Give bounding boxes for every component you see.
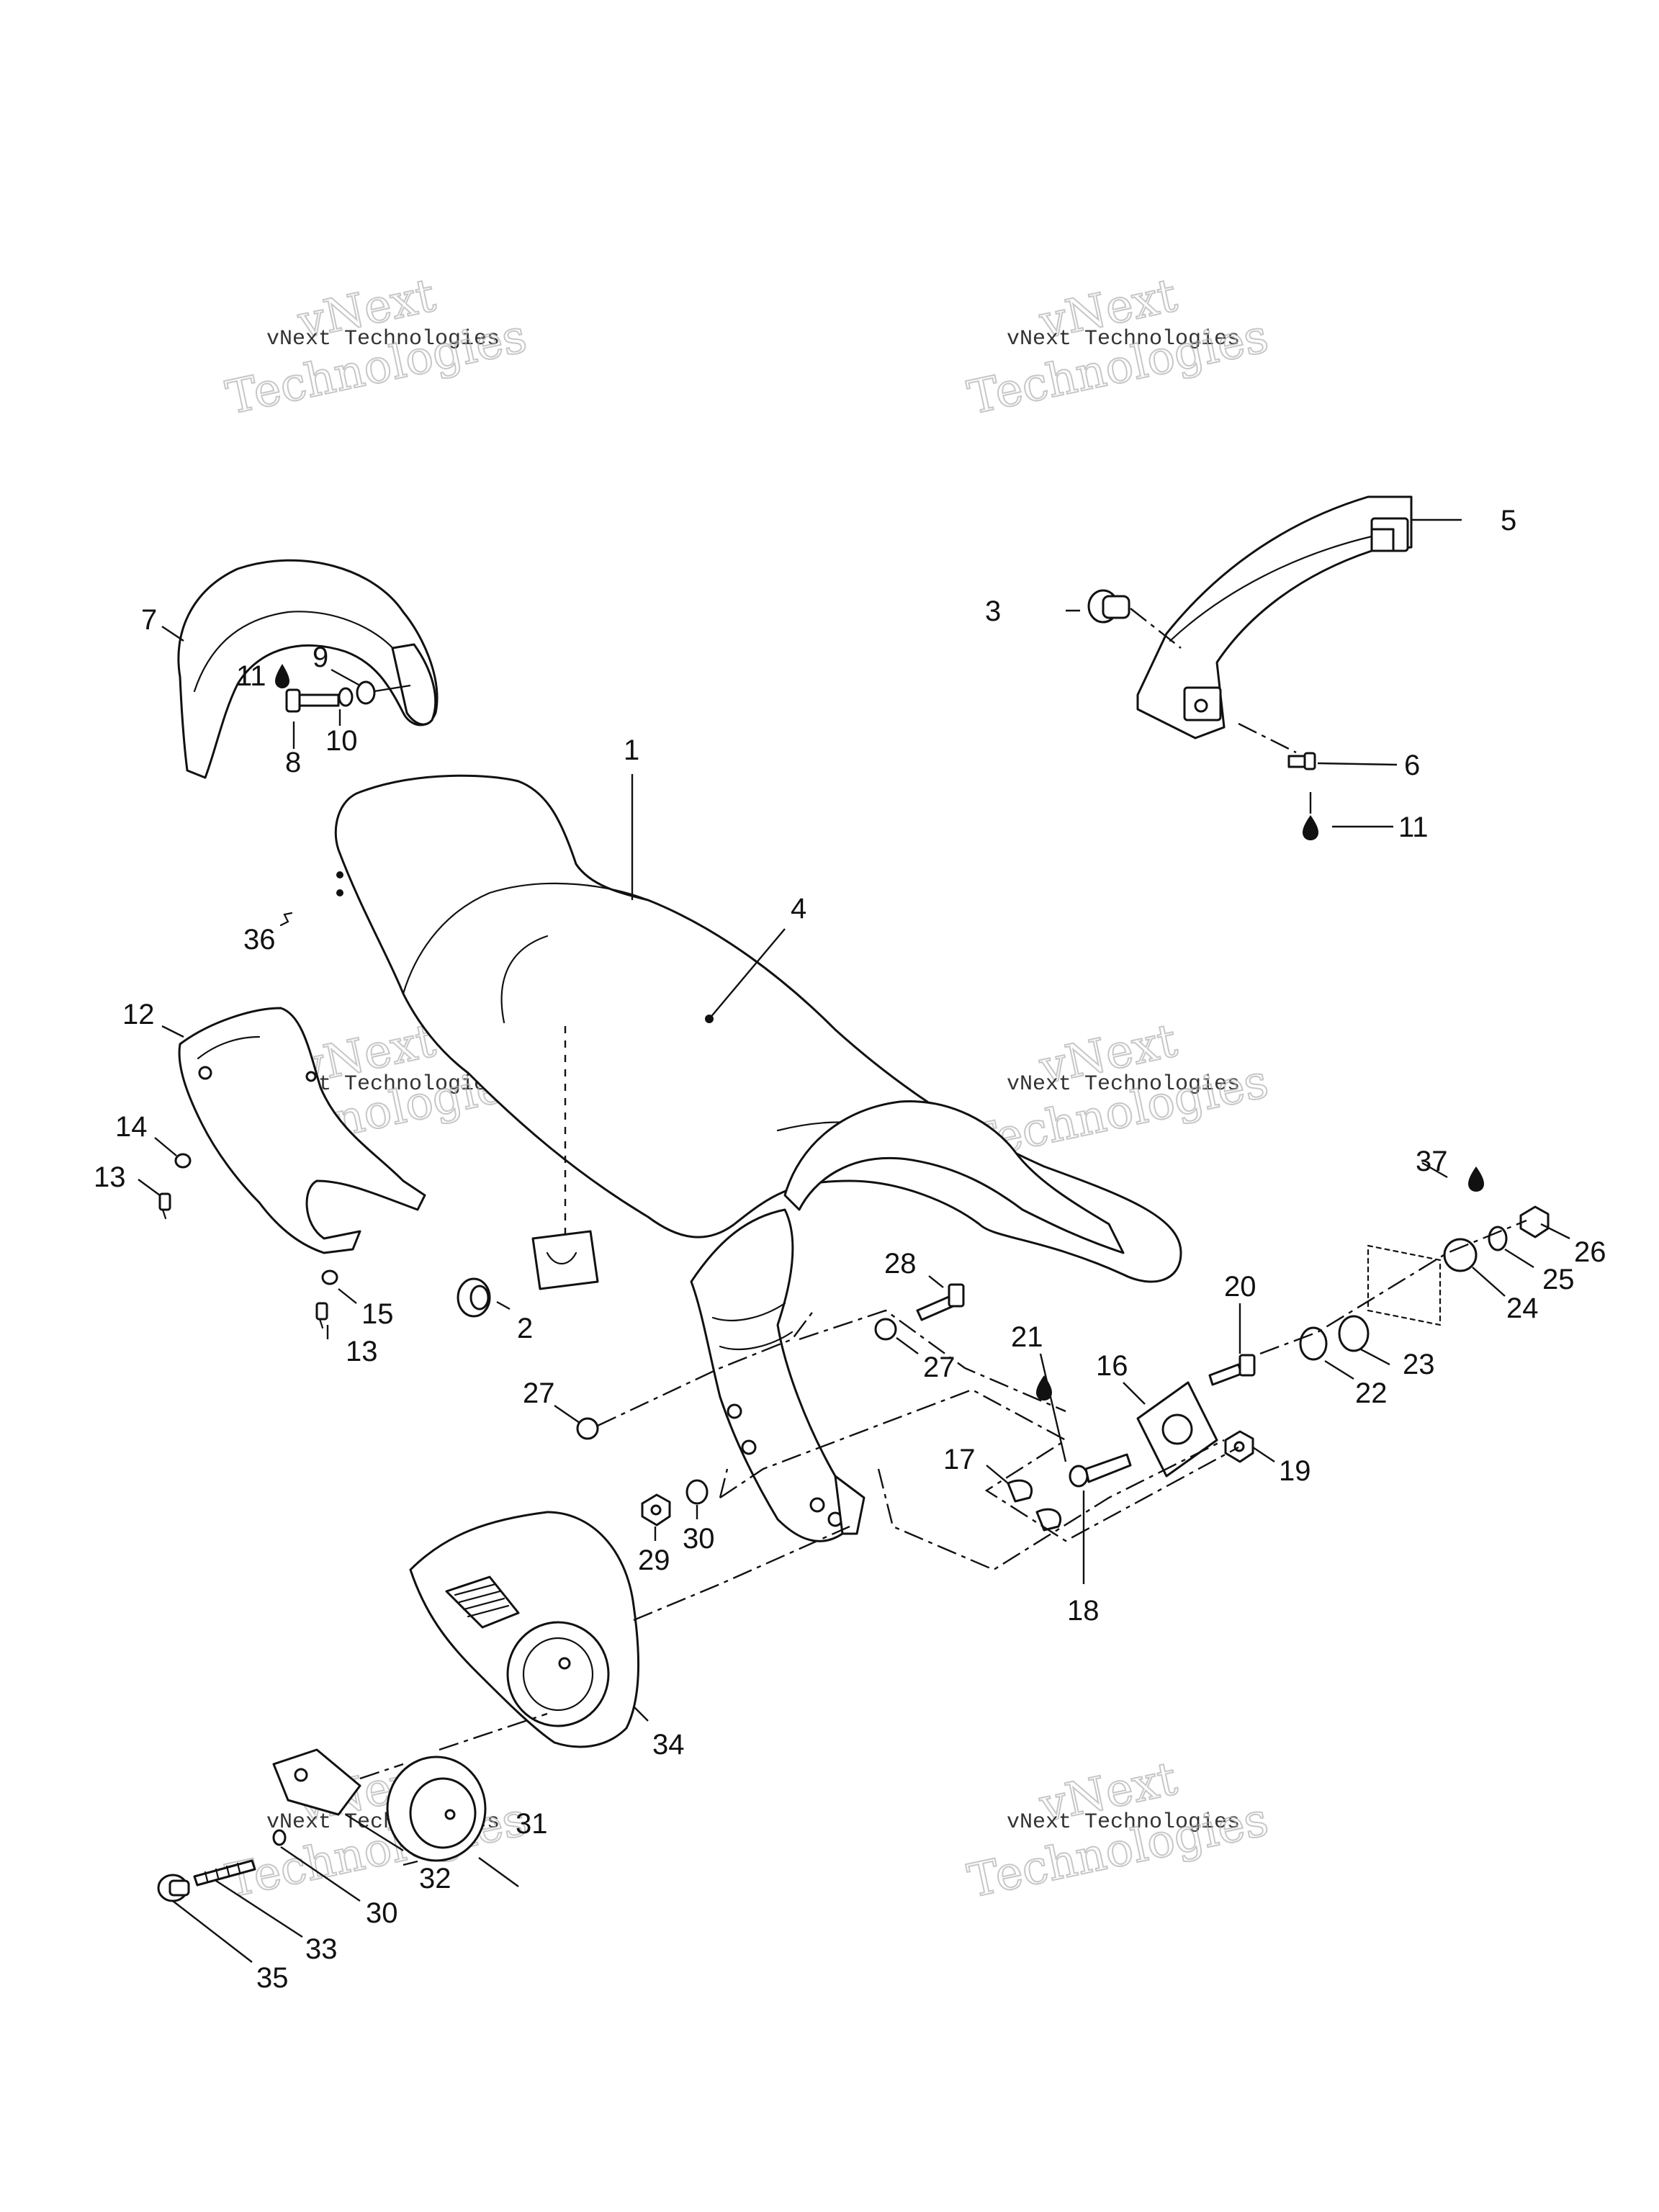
callout-25: 25 <box>1542 1264 1575 1295</box>
part-screw-6 <box>1287 752 1316 770</box>
svg-text:vNext Technologies: vNext Technologies <box>1007 327 1240 351</box>
callout-18: 18 <box>1067 1595 1100 1627</box>
part-washer-27b <box>576 1417 599 1440</box>
callout-16: 16 <box>1096 1350 1128 1382</box>
part-plate-16 <box>1136 1381 1218 1478</box>
part-screw-13b <box>315 1302 328 1329</box>
watermark-top-left: vNext vNext Technologies Technologies <box>221 268 532 426</box>
part-bolt-18 <box>1069 1453 1132 1488</box>
callout-15: 15 <box>361 1298 394 1330</box>
callout-19: 19 <box>1279 1455 1311 1487</box>
part-screw-28 <box>916 1283 965 1321</box>
callout-3: 3 <box>985 595 1001 627</box>
svg-text:vNext Technologies: vNext Technologies <box>266 327 500 351</box>
callout-8: 8 <box>285 747 301 778</box>
callout-27a: 27 <box>523 1377 555 1409</box>
callout-22: 22 <box>1355 1377 1388 1409</box>
callout-29: 29 <box>638 1545 670 1576</box>
watermark-bottom-left: vNext vNext Technologies Technologies <box>221 1751 532 1909</box>
callout-17: 17 <box>943 1444 976 1475</box>
callout-labels: 1 2 3 4 5 6 7 8 9 10 11 11 12 13 13 14 1… <box>94 505 1606 1994</box>
svg-text:vNext Technologies: vNext Technologies <box>1007 1810 1240 1835</box>
callout-11a: 11 <box>236 660 266 692</box>
part-washer-27a <box>874 1318 897 1341</box>
part-washer-25 <box>1488 1226 1508 1251</box>
watermark-bottom-right: vNext vNext Technologies Technologies <box>963 1751 1274 1909</box>
part-seat-latch <box>531 1230 599 1290</box>
callout-36: 36 <box>243 924 276 956</box>
callout-30b: 30 <box>366 1897 398 1929</box>
part-reflector-plate <box>1367 1244 1442 1326</box>
callout-7: 7 <box>141 604 157 636</box>
part-clip-17 <box>1007 1479 1062 1532</box>
callout-12: 12 <box>122 999 155 1030</box>
leader-lines <box>138 518 1570 1963</box>
callout-1: 1 <box>624 734 639 766</box>
part-ring-31 <box>386 1755 487 1862</box>
callout-34: 34 <box>652 1729 685 1761</box>
callout-28: 28 <box>884 1248 917 1280</box>
part-washer-15 <box>321 1269 338 1285</box>
part-bracket-32 <box>272 1748 361 1816</box>
drop-icon-21 <box>1036 1375 1052 1401</box>
callout-9: 9 <box>313 642 328 673</box>
part-washer-23 <box>1338 1315 1370 1352</box>
part-grab-handle <box>1136 495 1413 739</box>
drop-icon-11b <box>1303 815 1318 840</box>
part-cap-3 <box>1087 589 1130 624</box>
part-lockwasher-10 <box>338 687 354 707</box>
callout-37: 37 <box>1416 1146 1448 1177</box>
callout-13a: 13 <box>94 1161 126 1193</box>
callout-32: 32 <box>419 1863 451 1894</box>
callout-31: 31 <box>516 1808 548 1840</box>
callout-4: 4 <box>791 893 806 925</box>
part-chain-guard-34 <box>409 1511 640 1748</box>
part-side-bracket-12 <box>178 1007 426 1254</box>
part-nut-29 <box>641 1493 671 1527</box>
part-nut-19 <box>1224 1430 1254 1463</box>
assembly-lines <box>359 1219 1527 1780</box>
callout-5: 5 <box>1501 505 1516 536</box>
callout-11b: 11 <box>1398 811 1429 843</box>
svg-text:vNext Technologies: vNext Technologies <box>1007 1072 1240 1097</box>
part-bolt-33 <box>193 1859 256 1887</box>
callout-6: 6 <box>1404 750 1420 781</box>
callout-24: 24 <box>1506 1292 1539 1324</box>
callout-27b: 27 <box>923 1352 956 1383</box>
part-washer-22 <box>1299 1326 1328 1361</box>
callout-14: 14 <box>115 1111 148 1143</box>
drop-icon-11a <box>275 664 289 688</box>
watermark-top-right: vNext vNext Technologies Technologies <box>963 268 1274 426</box>
part-washer-9 <box>356 680 376 705</box>
part-knob-35 <box>157 1874 190 1902</box>
callout-35: 35 <box>256 1962 289 1994</box>
callout-23: 23 <box>1403 1349 1435 1380</box>
part-washer-30a <box>685 1479 709 1505</box>
drop-icon-37 <box>1468 1166 1484 1192</box>
callout-30a: 30 <box>683 1523 715 1555</box>
callout-13b: 13 <box>346 1336 378 1367</box>
part-washer-30b <box>272 1829 287 1846</box>
callout-21: 21 <box>1011 1321 1043 1353</box>
part-seam-36 <box>279 912 293 927</box>
part-screw-13a <box>158 1192 171 1220</box>
callout-20: 20 <box>1224 1271 1256 1303</box>
part-washer-24 <box>1443 1238 1478 1272</box>
part-rear-cowl <box>177 559 439 779</box>
part-washer-14 <box>174 1153 192 1169</box>
callout-10: 10 <box>325 725 358 757</box>
callout-33: 33 <box>305 1933 338 1965</box>
callout-26: 26 <box>1574 1236 1606 1268</box>
part-bolt-20 <box>1208 1354 1256 1386</box>
callout-2: 2 <box>517 1313 533 1344</box>
part-grommet-2 <box>457 1277 491 1318</box>
part-bolt-8 <box>285 688 340 713</box>
part-rear-frame <box>690 1100 1125 1542</box>
